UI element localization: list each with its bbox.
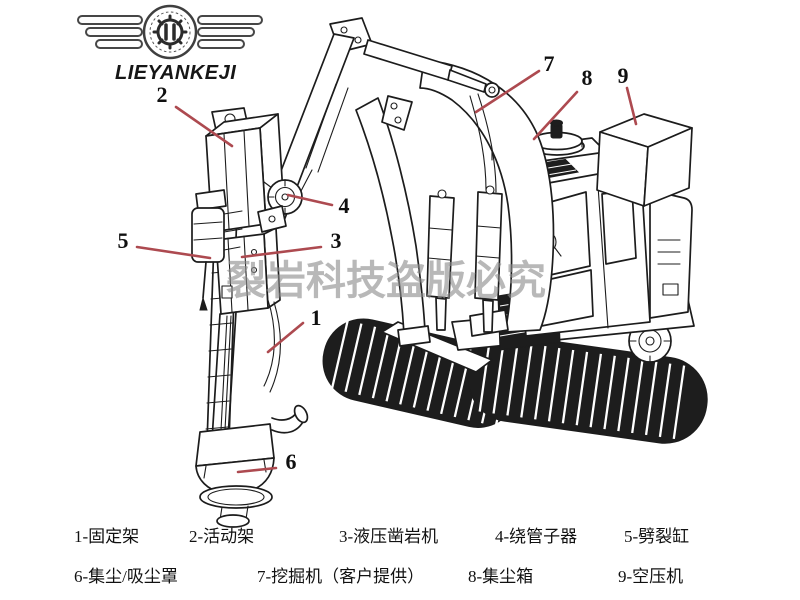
- legend-item-3: 3-液压凿岩机: [339, 527, 439, 546]
- callout-number-2: 2: [156, 82, 168, 107]
- legend-item-9: 9-空压机: [618, 567, 684, 586]
- legend-item-8: 8-集尘箱: [468, 567, 534, 586]
- legend-item-6: 6-集尘/吸尘罩: [74, 567, 178, 586]
- callout-number-6: 6: [285, 449, 297, 474]
- leader-line-1: [266, 321, 305, 354]
- legend-item-1: 1-固定架: [74, 527, 140, 546]
- leader-lines: [135, 69, 638, 474]
- leader-line-4: [286, 193, 334, 207]
- leader-line-5: [135, 245, 212, 260]
- legend-item-2: 2-活动架: [189, 527, 255, 546]
- callout-number-4: 4: [338, 193, 350, 218]
- callout-number-1: 1: [310, 305, 322, 330]
- leader-line-2: [174, 105, 234, 148]
- legend-item-7: 7-挖掘机（客户提供）: [257, 567, 425, 586]
- callout-number-9: 9: [617, 63, 629, 88]
- wings-gear-emblem-icon: [77, 4, 263, 60]
- brand-text: LIEYANKEJI: [115, 62, 237, 84]
- boom-assembly: [261, 17, 555, 347]
- leader-line-9: [625, 86, 638, 126]
- legend-item-4: 4-绕管子器: [495, 527, 578, 546]
- compressor-box: [596, 113, 693, 207]
- callout-number-3: 3: [330, 228, 342, 253]
- callout-number-7: 7: [543, 51, 555, 76]
- leader-line-8: [532, 90, 579, 141]
- legend-item-5: 5-劈裂缸: [624, 527, 690, 546]
- leader-line-3: [240, 245, 323, 259]
- leader-line-7: [474, 69, 541, 114]
- logo: LIEYANKEJI: [70, 4, 270, 90]
- callout-number-5: 5: [117, 228, 129, 253]
- leader-line-6: [236, 466, 278, 474]
- callout-number-8: 8: [581, 65, 593, 90]
- watermark-text: 裂岩科技盗版必究: [226, 258, 546, 304]
